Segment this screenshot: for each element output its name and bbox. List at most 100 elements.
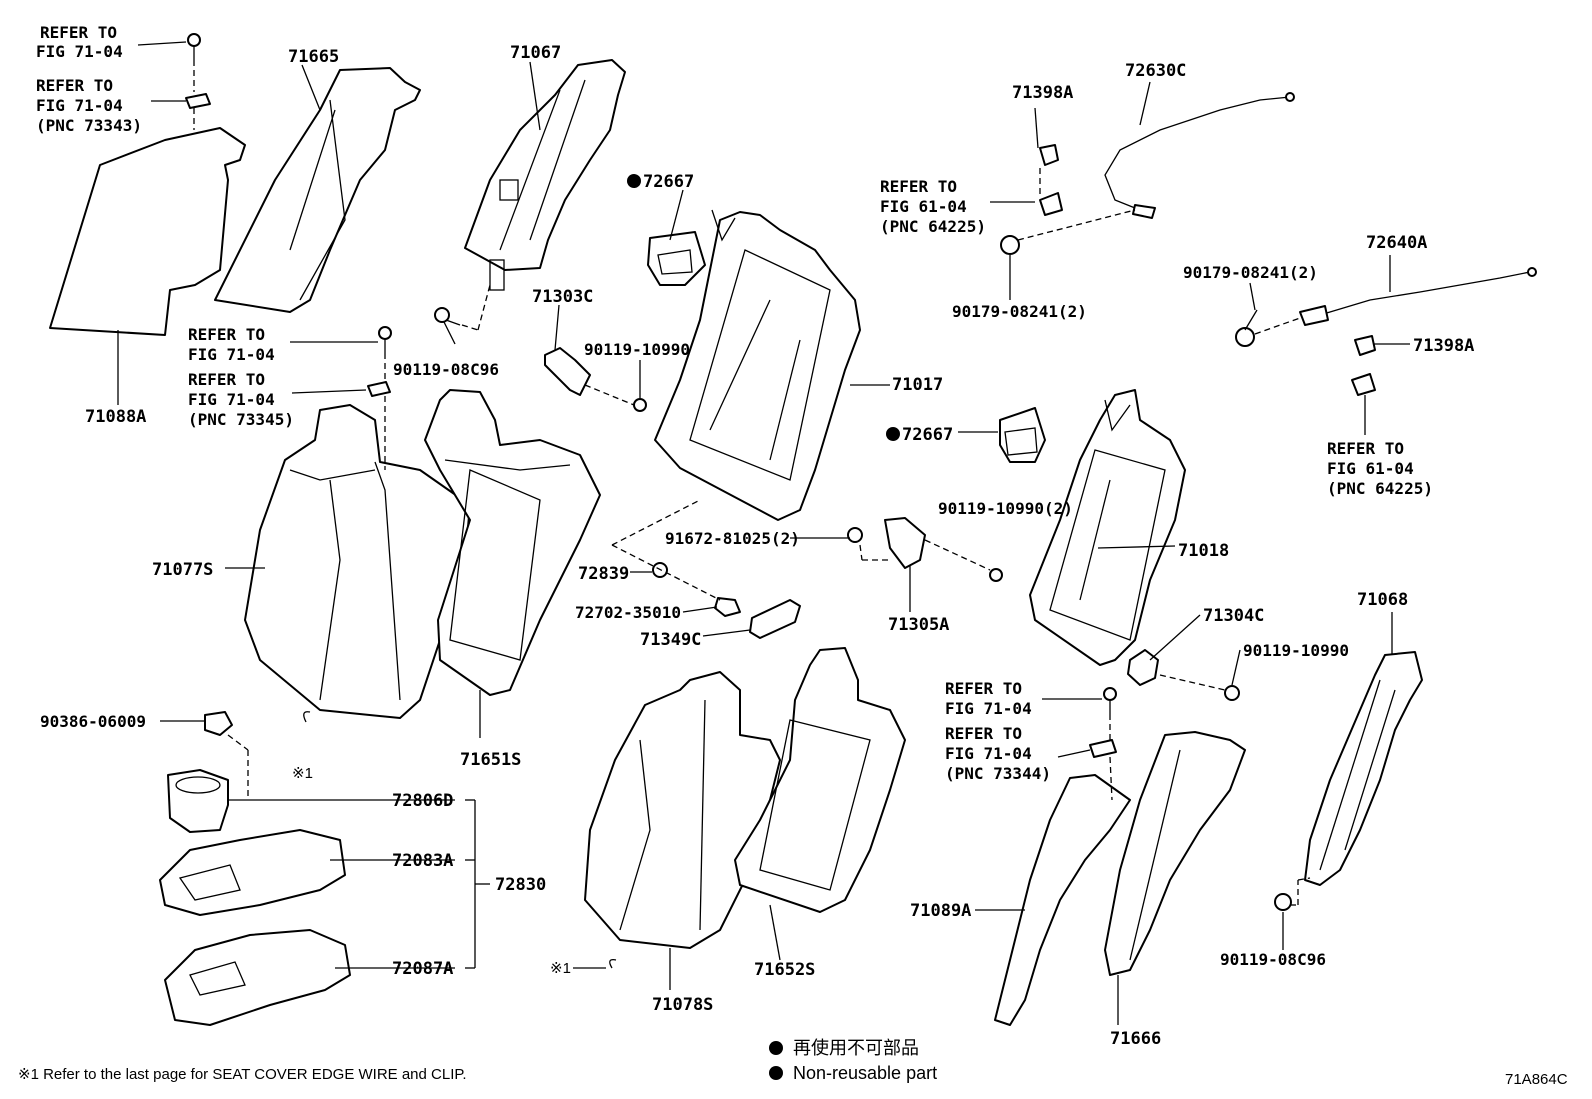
label-72083A: 72083A: [392, 851, 453, 871]
label-72087A: 72087A: [392, 959, 453, 979]
nut-icon-b: [1235, 327, 1255, 347]
label-71088A: 71088A: [85, 407, 146, 427]
seatback-board-71088A: [49, 127, 246, 336]
refer-block-4: REFER TO FIG 71-04 (PNC 73345): [188, 370, 294, 429]
label-72630C: 72630C: [1125, 61, 1186, 81]
label-71651S: 71651S: [460, 750, 521, 770]
hinge-71305A: [884, 517, 926, 569]
non-reusable-bullet-a: [627, 174, 641, 188]
label-90386-06009: 90386-06009: [40, 712, 146, 731]
bolt-icon-h: [1103, 687, 1117, 714]
cover-71349C: [749, 599, 801, 639]
seatback-frame-71017: [654, 209, 861, 521]
label-71398A-a: 71398A: [1012, 83, 1073, 103]
bracket-71303C: [544, 347, 591, 396]
headrest-support-72667-a: [647, 231, 706, 286]
svg-text:REFER TO: REFER TO: [1327, 439, 1404, 458]
seatback-cover-71078S: [584, 671, 781, 949]
label-71067: 71067: [510, 43, 561, 63]
legend-en: Non-reusable part: [793, 1063, 937, 1083]
seatback-pad-71652S: [734, 647, 906, 913]
svg-text:REFER TO: REFER TO: [40, 23, 117, 42]
svg-text:(PNC 73343): (PNC 73343): [36, 116, 142, 135]
label-72667-a: 72667: [643, 172, 694, 192]
svg-text:REFER TO: REFER TO: [36, 76, 113, 95]
label-71078S: 71078S: [652, 995, 713, 1015]
refer-block-8: REFER TO FIG 71-04 (PNC 73344): [945, 724, 1051, 783]
refer-block-1: REFER TO FIG 71-04: [36, 23, 123, 61]
svg-text:FIG 71-04: FIG 71-04: [188, 345, 275, 364]
clip-icon-d: [1351, 373, 1376, 396]
label-72839: 72839: [578, 564, 629, 584]
svg-text:FIG 71-04: FIG 71-04: [188, 390, 275, 409]
cable-72630C: [1104, 92, 1295, 219]
svg-text:REFER TO: REFER TO: [945, 679, 1022, 698]
washer-icon-a: [185, 93, 211, 109]
svg-text:(PNC 64225): (PNC 64225): [1327, 479, 1433, 498]
side-trim-71665: [214, 67, 421, 313]
refer-block-5: REFER TO FIG 61-04 (PNC 64225): [880, 177, 986, 236]
svg-text:(PNC 73345): (PNC 73345): [188, 410, 294, 429]
label-71652S: 71652S: [754, 960, 815, 980]
svg-text:FIG 71-04: FIG 71-04: [36, 96, 123, 115]
bolt-icon-e: [847, 527, 863, 543]
label-71018: 71018: [1178, 541, 1229, 561]
refer-block-7: REFER TO FIG 71-04: [945, 679, 1032, 718]
label-71304C: 71304C: [1203, 606, 1264, 626]
svg-text:FIG 61-04: FIG 61-04: [1327, 459, 1414, 478]
label-90119-08C96-b: 90119-08C96: [1220, 950, 1326, 969]
label-90179-08241-a: 90179-08241(2): [952, 302, 1087, 321]
bolt-icon-d: [633, 398, 647, 412]
cup-holder-72806D: [167, 769, 229, 833]
label-72830: 72830: [495, 875, 546, 895]
refer-block-3: REFER TO FIG 71-04: [188, 325, 275, 364]
seatback-cover-71077S: [244, 404, 471, 719]
label-72667-b: 72667: [902, 425, 953, 445]
legend-jp: 再使用不可部品: [793, 1038, 919, 1058]
label-91672-81025: 91672-81025(2): [665, 529, 800, 548]
label-90119-10990-a: 90119-10990: [584, 340, 690, 359]
bolt-icon-f: [989, 568, 1003, 582]
label-71303C: 71303C: [532, 287, 593, 307]
svg-text:FIG 71-04: FIG 71-04: [945, 744, 1032, 763]
armrest-72083A: [159, 829, 346, 916]
svg-text:FIG 71-04: FIG 71-04: [36, 42, 123, 61]
bolt-icon-a: [187, 33, 201, 60]
svg-text:REFER TO: REFER TO: [188, 370, 265, 389]
label-72640A: 72640A: [1366, 233, 1427, 253]
armrest-cover-72087A: [164, 929, 351, 1026]
svg-text:REFER TO: REFER TO: [880, 177, 957, 196]
non-reusable-bullet-b: [886, 427, 900, 441]
label-71305A: 71305A: [888, 615, 949, 635]
svg-text:FIG 61-04: FIG 61-04: [880, 197, 967, 216]
svg-text:(PNC 64225): (PNC 64225): [880, 217, 986, 236]
headrest-support-72667-b: [999, 407, 1046, 463]
label-90119-10990-2: 90119-10990(2): [938, 499, 1073, 518]
side-board-71089A: [994, 774, 1131, 1026]
clip-icon-a: [1039, 144, 1059, 166]
svg-text:REFER TO: REFER TO: [188, 325, 265, 344]
refer-block-2: REFER TO FIG 71-04 (PNC 73343): [36, 76, 142, 135]
label-90119-10990-b: 90119-10990: [1243, 641, 1349, 660]
label-90119-08C96-a: 90119-08C96: [393, 360, 499, 379]
bolt-icon-i: [1274, 893, 1292, 911]
washer-icon-b: [367, 381, 391, 397]
bolt-icon-c: [434, 307, 461, 326]
frame-bracket-71067: [464, 59, 626, 291]
legend-bullet-jp: [769, 1041, 783, 1055]
seat-cover-note-mark-a: ※1: [292, 765, 313, 782]
bolt-icon-g: [1224, 685, 1240, 701]
label-71665: 71665: [288, 47, 339, 67]
label-90179-08241-b: 90179-08241(2): [1183, 263, 1318, 282]
label-71017: 71017: [892, 375, 943, 395]
svg-text:(PNC 73344): (PNC 73344): [945, 764, 1051, 783]
clip-90386-06009: [204, 711, 233, 736]
legend-bullet-en: [769, 1066, 783, 1080]
seat-cover-note-mark-b: ※1: [550, 960, 571, 977]
refer-block-6: REFER TO FIG 61-04 (PNC 64225): [1327, 439, 1433, 498]
side-trim-71666: [1104, 731, 1246, 976]
frame-bracket-71068: [1304, 651, 1423, 886]
diagram-code: 71A864C: [1505, 1071, 1568, 1088]
cable-72640A: [1299, 267, 1537, 326]
